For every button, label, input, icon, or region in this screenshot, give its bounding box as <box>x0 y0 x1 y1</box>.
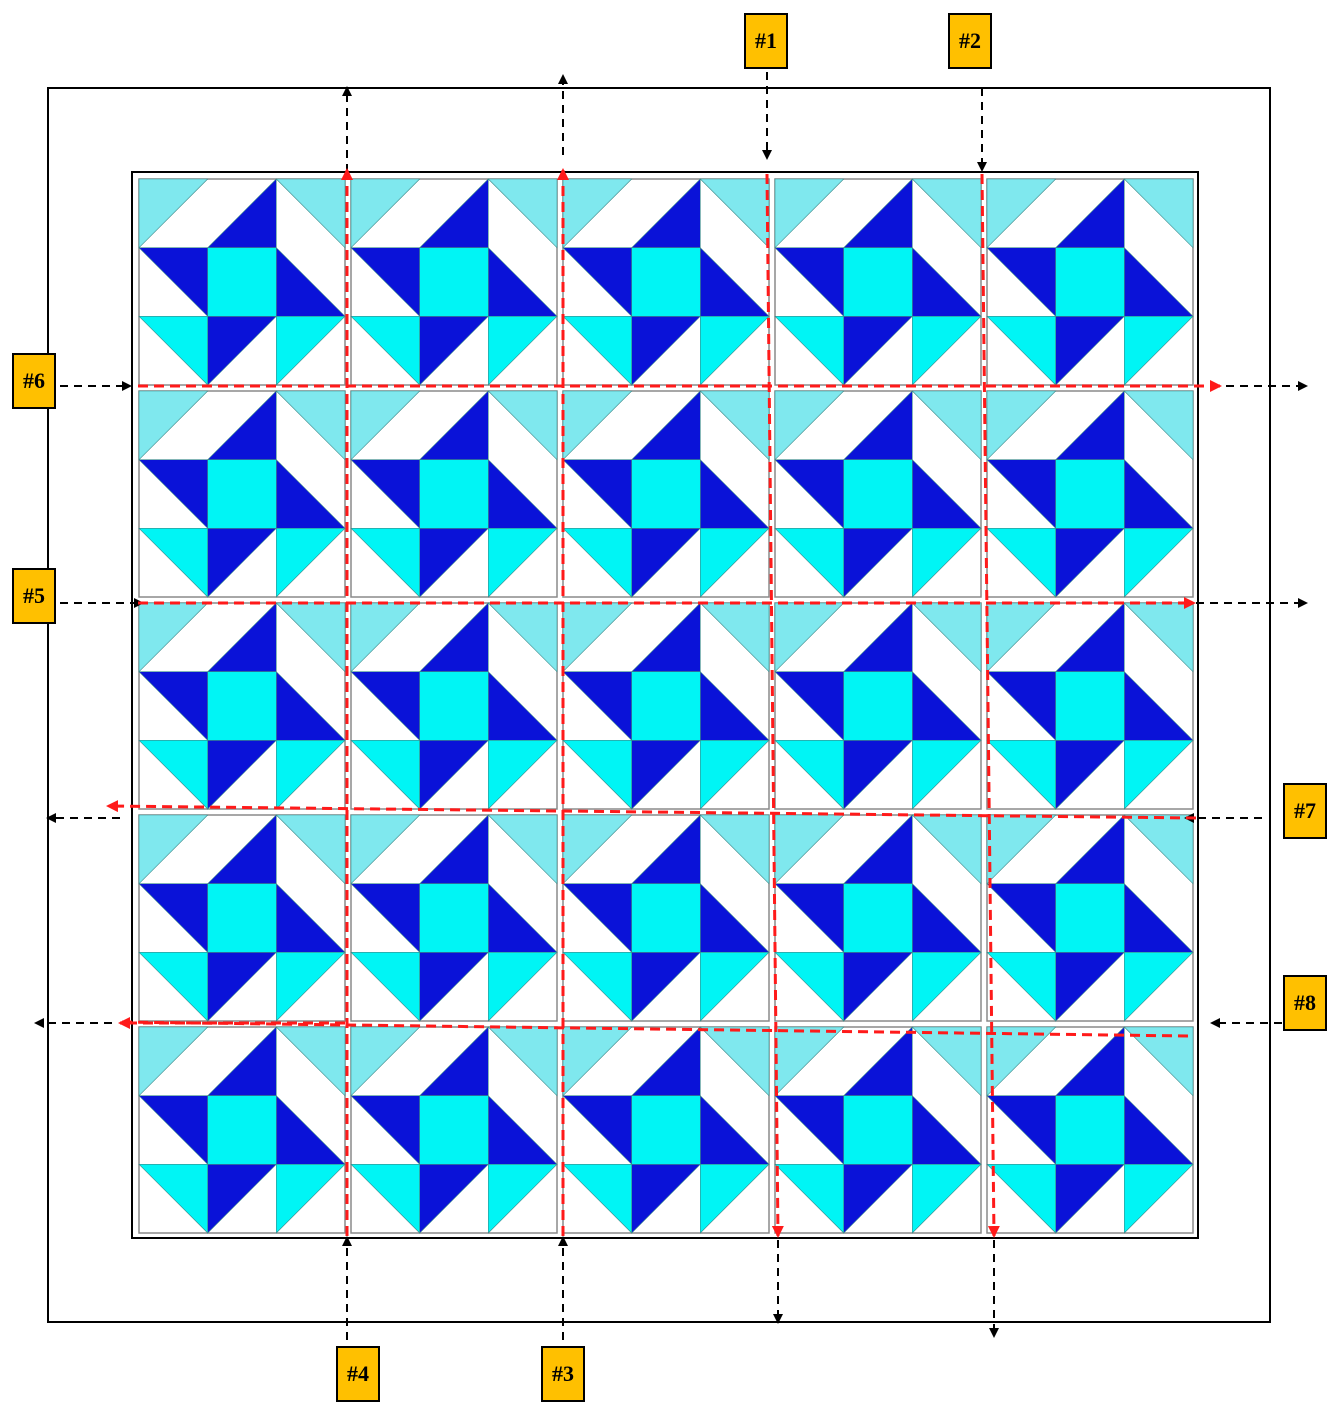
cut-label-4: #4 <box>336 1346 380 1402</box>
quilt-center-square <box>844 884 913 953</box>
quilt-center-square <box>1056 672 1125 741</box>
quilt-center-square <box>420 1096 489 1165</box>
quilt-block <box>351 603 557 809</box>
quilt-block <box>351 815 557 1021</box>
quilt-block <box>987 391 1193 597</box>
quilt-block <box>987 815 1193 1021</box>
quilt-block <box>563 815 769 1021</box>
quilt-center-square <box>420 672 489 741</box>
quilt-block <box>987 1027 1193 1233</box>
quilt-block <box>987 603 1193 809</box>
cut-label-2-text: #2 <box>959 28 981 54</box>
cut-label-8-text: #8 <box>1294 990 1316 1016</box>
quilt-block <box>775 179 981 385</box>
cut-label-6: #6 <box>12 353 56 409</box>
quilt-center-square <box>208 1096 277 1165</box>
quilt-center-square <box>844 460 913 529</box>
quilt-block <box>987 179 1193 385</box>
quilt-center-square <box>844 1096 913 1165</box>
quilt-block <box>775 391 981 597</box>
quilt-center-square <box>208 672 277 741</box>
quilt-center-square <box>1056 460 1125 529</box>
quilt-center-square <box>420 248 489 317</box>
cut-label-7-text: #7 <box>1294 798 1316 824</box>
cut-label-1: #1 <box>744 13 788 69</box>
quilt-center-square <box>632 1096 701 1165</box>
quilt-center-square <box>208 884 277 953</box>
quilt-block <box>563 391 769 597</box>
quilt-center-square <box>632 248 701 317</box>
cut-label-4-text: #4 <box>347 1361 369 1387</box>
cut-label-8: #8 <box>1283 975 1327 1031</box>
quilt-block <box>775 815 981 1021</box>
quilt-block <box>351 391 557 597</box>
quilt-block <box>351 179 557 385</box>
quilt-center-square <box>420 884 489 953</box>
quilt-center-square <box>420 460 489 529</box>
cut-label-7: #7 <box>1283 783 1327 839</box>
quilt-center-square <box>1056 884 1125 953</box>
quilt-center-square <box>632 672 701 741</box>
quilt-block <box>139 815 345 1021</box>
quilt-block <box>139 391 345 597</box>
quilt-block <box>775 603 981 809</box>
quilt-center-square <box>208 248 277 317</box>
cut-label-3: #3 <box>541 1346 585 1402</box>
quilt-block <box>563 603 769 809</box>
cut-label-5: #5 <box>12 568 56 624</box>
quilt-block <box>139 1027 345 1233</box>
quilt-center-square <box>1056 248 1125 317</box>
cut-label-1-text: #1 <box>755 28 777 54</box>
cut-label-2: #2 <box>948 13 992 69</box>
quilt-block <box>563 1027 769 1233</box>
quilt-center-square <box>844 248 913 317</box>
quilt-center-square <box>208 460 277 529</box>
cut-label-6-text: #6 <box>23 368 45 394</box>
quilt-block <box>139 603 345 809</box>
quilt-block <box>775 1027 981 1233</box>
cut-label-3-text: #3 <box>552 1361 574 1387</box>
quilt-center-square <box>1056 1096 1125 1165</box>
quilt-block <box>139 179 345 385</box>
quilt-center-square <box>632 884 701 953</box>
quilt-center-square <box>844 672 913 741</box>
quilt-block <box>563 179 769 385</box>
cut-label-5-text: #5 <box>23 583 45 609</box>
quilt-center-square <box>632 460 701 529</box>
quilt-block <box>351 1027 557 1233</box>
quilt-blocks <box>139 179 1193 1233</box>
